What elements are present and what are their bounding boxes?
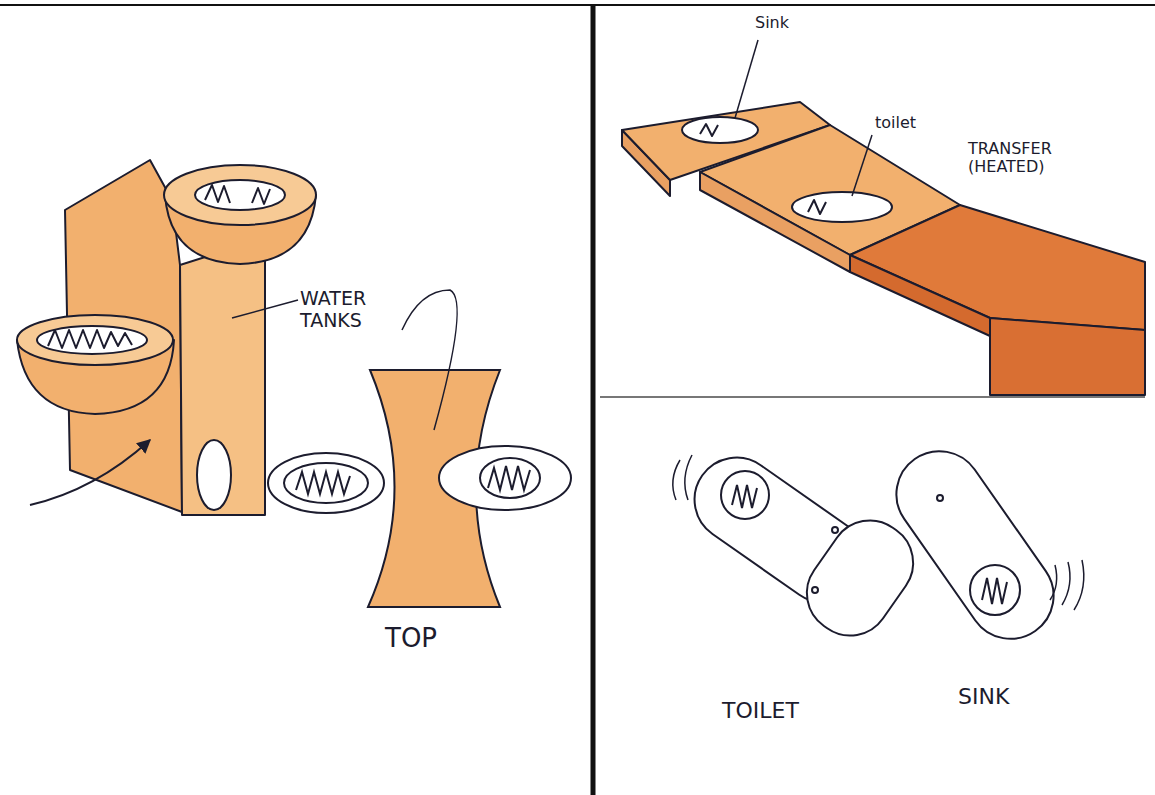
sketch-label: SINK [958, 684, 1058, 709]
sketch-label: Sink [755, 14, 825, 32]
swivel-sketch [673, 434, 1084, 655]
panel-divider [600, 396, 1145, 398]
sketch-label: TOILET [722, 698, 832, 723]
sketch-label: TOP [385, 624, 465, 654]
sketch-label: toilet [875, 114, 955, 132]
panel-divider [591, 5, 596, 795]
tower-sketch [17, 160, 316, 515]
strip-sketch [622, 40, 1145, 395]
sketch-label: TRANSFER (HEATED) [968, 140, 1088, 177]
frame-line [0, 4, 1155, 6]
top-view-sketch [268, 290, 571, 607]
sketch-label: WATER TANKS [300, 288, 400, 332]
